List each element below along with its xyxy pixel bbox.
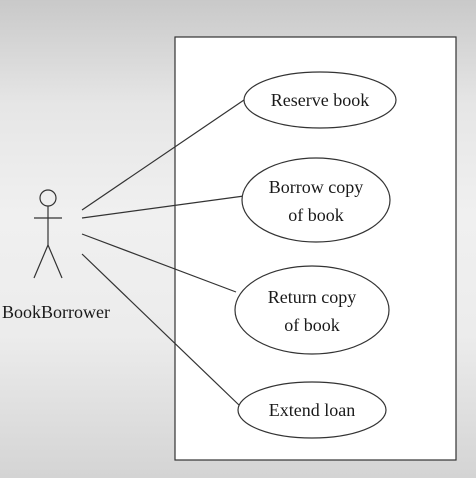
use-case-ellipse <box>234 265 390 355</box>
use-case-extend-loan: Extend loan <box>237 381 387 439</box>
association-extend-loan <box>81 253 241 407</box>
association-reserve-book <box>81 99 245 211</box>
actor-label: BookBorrower <box>2 302 110 322</box>
use-case-label-line-1: Borrow copy <box>269 177 363 197</box>
use-case-ellipse <box>237 381 387 439</box>
associations <box>81 99 245 407</box>
actor-head <box>39 189 57 207</box>
use-case-reserve-book: Reserve book <box>243 71 397 129</box>
use-case-ellipse <box>243 71 397 129</box>
use-case-ellipse <box>241 157 391 243</box>
use-case-label: Extend loan <box>269 400 355 420</box>
use-case-borrow-copy: Borrow copy of book <box>241 157 391 243</box>
use-case-return-copy: Return copy of book <box>234 265 390 355</box>
actor-book-borrower <box>33 189 63 279</box>
use-case-label-line-2: of book <box>288 205 344 225</box>
association-borrow-copy <box>81 195 245 219</box>
actor-right-leg <box>47 244 63 279</box>
actor-left-leg <box>33 244 49 279</box>
use-case-label-line-1: Return copy <box>268 287 356 307</box>
use-case-label: Reserve book <box>271 90 369 110</box>
use-case-label-line-2: of book <box>284 315 340 335</box>
association-return-copy <box>81 233 237 293</box>
